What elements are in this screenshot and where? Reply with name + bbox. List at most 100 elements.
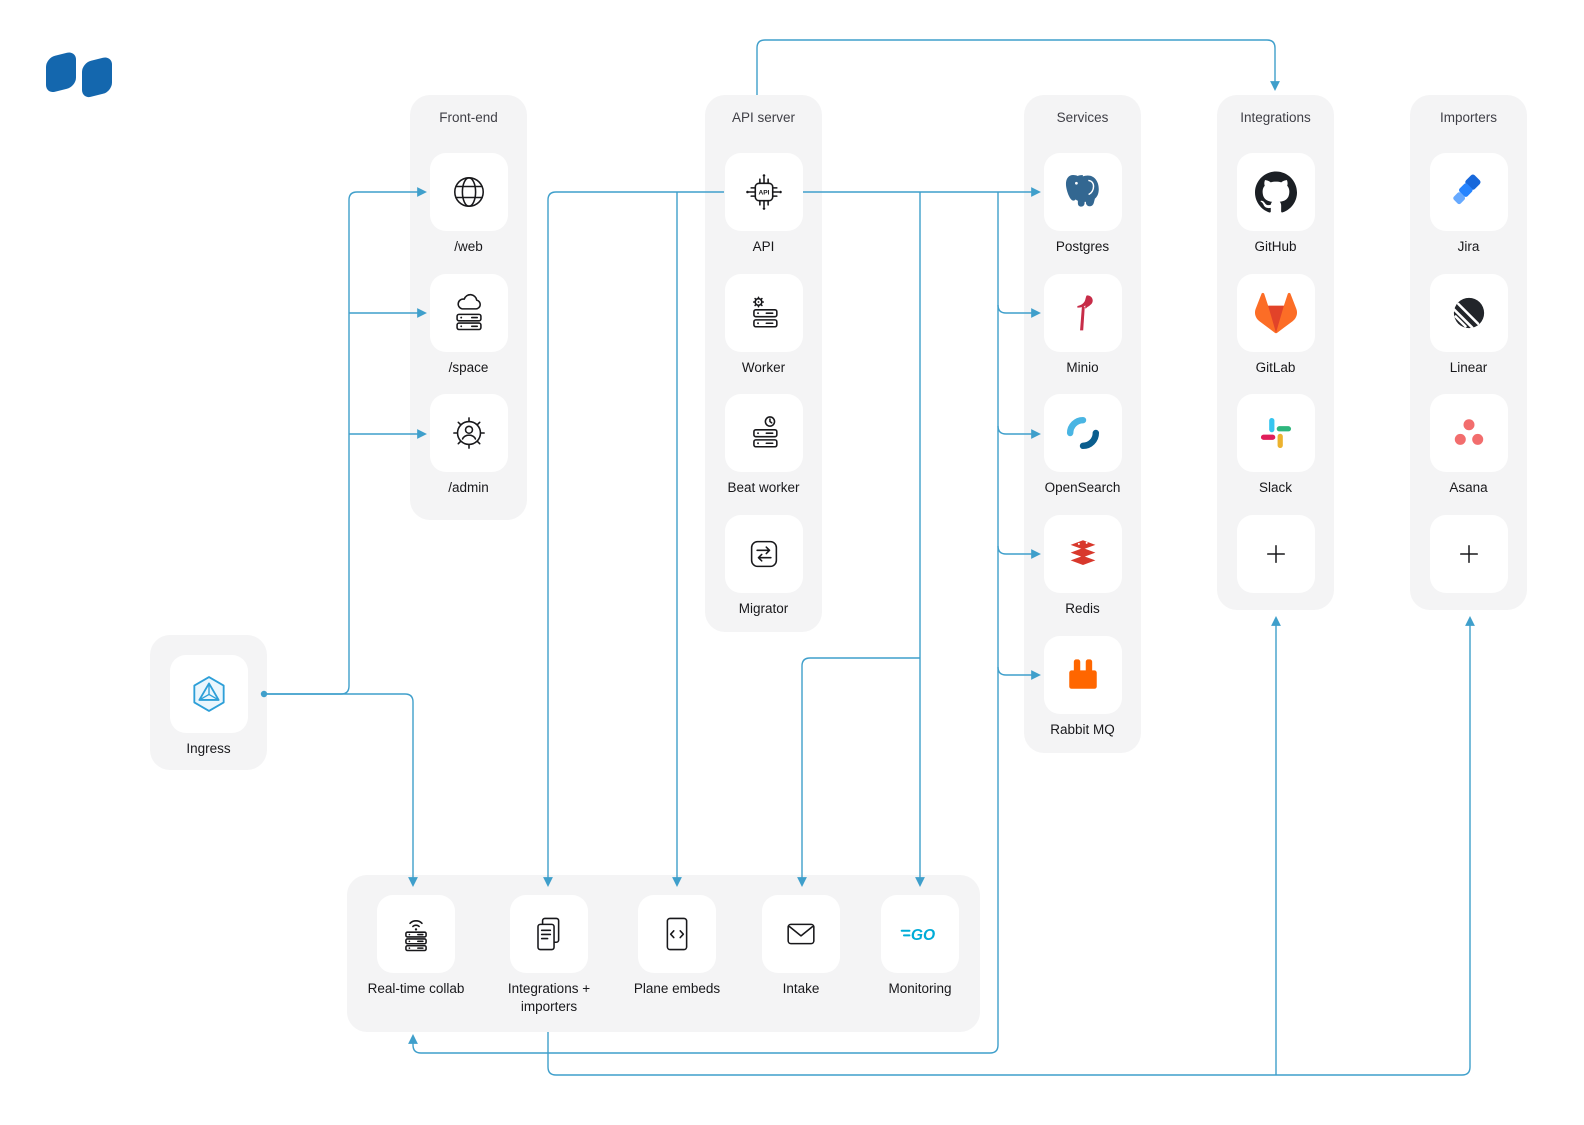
integrations-plus-card [1236,515,1315,593]
web-card [429,153,508,231]
panel-title-services: Services [1056,110,1109,125]
plane-embeds-card [638,895,716,973]
node-importers-plus [1410,515,1527,593]
node-integrations-importers: Integrations + importers [491,895,607,1016]
node-redis: Redis [1024,515,1141,618]
node-label-rabbitmq: Rabbit MQ [1050,722,1115,737]
node-intake: Intake [743,895,859,998]
node-label-worker: Worker [741,360,786,375]
node-label-space: /space [448,360,489,375]
beat-worker-clock-icon [752,416,778,448]
worker-gear-icon [752,296,778,328]
node-opensearch: OpenSearch [1024,394,1141,497]
node-api: API API [705,153,822,256]
node-ingress: Ingress [150,655,267,758]
node-worker: Worker [705,274,822,377]
migrator-arrows-icon [750,540,777,568]
node-label-minio: Minio [1066,360,1099,375]
intake-card [762,895,840,973]
importers-plus-card [1429,515,1508,593]
edge-branch-to-intake [797,657,920,887]
node-gitlab: GitLab [1217,274,1334,377]
node-beat-worker: Beat worker [705,394,822,497]
node-realtime-collab: Real-time collab [358,895,474,998]
panel-title-integrations: Integrations [1240,110,1311,125]
edge-ingress-to-web [264,187,427,695]
monitoring-go-icon: GO [900,927,935,944]
redis-icon [1070,540,1095,565]
integrations-importers-icon [537,917,560,951]
node-label-github: GitHub [1254,239,1297,254]
node-rabbitmq: Rabbit MQ [1024,636,1141,739]
node-plane-embeds: Plane embeds [619,895,735,998]
edge-api-to-integrations-top [756,39,1280,95]
api-chip-icon: API [745,174,782,210]
panel-importers: Importers Jira [1410,95,1527,610]
jira-icon [1452,174,1481,205]
globe-icon [453,177,484,207]
svg-text:API: API [758,190,769,197]
node-label-admin: /admin [448,480,489,495]
github-card [1236,153,1315,231]
node-label-migrator: Migrator [738,601,789,616]
node-label-monitoring: Monitoring [888,981,952,996]
postgres-icon [1065,175,1099,207]
plane-embeds-icon [666,917,688,951]
panel-title-frontend: Front-end [439,110,498,125]
ingress-icon [192,676,225,712]
opensearch-icon [1066,416,1099,450]
node-label-slack: Slack [1258,480,1292,495]
node-web: /web [410,153,527,256]
edge-api-to-integrations-importers-node [543,191,724,887]
node-label-ingress: Ingress [186,741,231,756]
node-label-gitlab: GitLab [1255,360,1296,375]
gitlab-icon [1254,292,1297,334]
slack-card [1236,394,1315,472]
github-icon [1254,171,1297,213]
node-label-opensearch: OpenSearch [1044,480,1121,495]
node-label-redis: Redis [1065,601,1100,616]
cloud-server-icon [455,293,482,331]
node-github: GitHub [1217,153,1334,256]
realtime-collab-card [377,895,455,973]
admin-gear-icon [452,417,485,449]
asana-icon [1454,419,1483,445]
node-monitoring: GO Monitoring [862,895,978,998]
linear-card [1429,274,1508,352]
panel-api-server: API server API API [705,95,822,632]
node-label-realtime-collab: Real-time collab [367,981,465,996]
minio-icon [1076,295,1093,331]
slack-icon [1260,417,1291,449]
node-label-integrations-importers: Integrations + importers [507,981,591,1015]
worker-card [724,274,803,352]
node-label-intake: Intake [782,981,820,996]
node-label-plane-embeds: Plane embeds [633,981,721,996]
node-minio: Minio [1024,274,1141,377]
panel-services: Services Postgres Minio [1024,95,1141,753]
svg-text:GO: GO [911,927,935,944]
node-label-api: API [752,239,775,254]
redis-card [1043,515,1122,593]
node-label-jira: Jira [1457,239,1480,254]
jira-card [1429,153,1508,231]
node-label-web: /web [454,239,483,254]
gitlab-card [1236,274,1315,352]
admin-card [429,394,508,472]
plus-icon [1459,545,1478,563]
asana-card [1429,394,1508,472]
opensearch-card [1043,394,1122,472]
integrations-importers-card [510,895,588,973]
node-label-linear: Linear [1449,360,1488,375]
node-space: /space [410,274,527,377]
panel-frontend: Front-end /web [410,95,527,520]
minio-card [1043,274,1122,352]
monitoring-card: GO [881,895,959,973]
migrator-card [724,515,803,593]
panel-title-importers: Importers [1439,110,1497,125]
beat-worker-card [724,394,803,472]
intake-icon [787,923,815,945]
api-card: API [724,153,803,231]
panel-runtime: Real-time collab Integrations + importer… [347,875,980,1032]
node-integrations-plus [1217,515,1334,593]
